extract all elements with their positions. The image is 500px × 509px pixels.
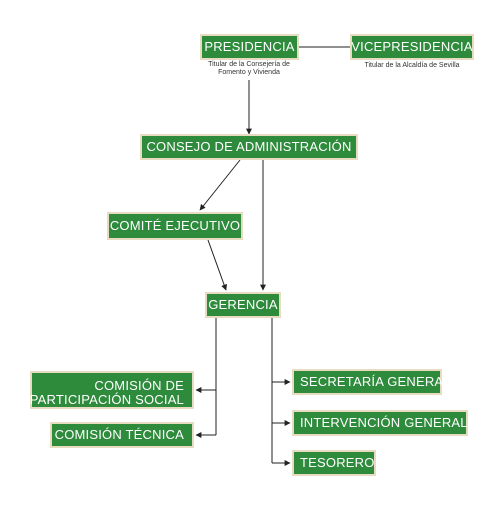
node-gerencia: GERENCIA — [205, 292, 281, 318]
caption-presidencia-line2: Fomento y Vivienda — [218, 69, 280, 76]
node-vicepresidencia: VICEPRESIDENCIA — [350, 34, 474, 60]
node-tesorero-label: TESORERO — [300, 455, 375, 470]
node-consejo-label: CONSEJO DE ADMINISTRACIÓN — [146, 139, 352, 154]
node-tesorero: TESORERO — [292, 450, 376, 476]
node-gerencia-label: GERENCIA — [208, 297, 278, 312]
caption-presidencia-line1: Titular de la Consejería de — [208, 61, 290, 68]
arrow-consejo-comite — [199, 159, 241, 211]
node-comision-tecnica-label: COMISIÓN TÉCNICA — [54, 427, 184, 442]
node-comision-participacion-line2: PARTICIPACIÓN SOCIAL — [29, 392, 184, 407]
node-comision-participacion-social: COMISIÓN DE PARTICIPACIÓN SOCIAL — [30, 371, 194, 409]
caption-vicepresidencia-text: Titular de la Alcaldía de Sevilla — [364, 62, 460, 69]
node-presidencia-label: PRESIDENCIA — [204, 39, 295, 54]
node-comision-participacion-line1: COMISIÓN DE — [94, 378, 184, 393]
node-vicepresidencia-label: VICEPRESIDENCIA — [351, 39, 473, 54]
node-comite-label: COMITÉ EJECUTIVO — [109, 218, 241, 233]
node-comision-tecnica: COMISIÓN TÉCNICA — [50, 422, 194, 448]
node-presidencia: PRESIDENCIA — [200, 34, 299, 60]
node-intervencion-general: INTERVENCIÓN GENERAL — [292, 410, 468, 436]
node-comite-ejecutivo: COMITÉ EJECUTIVO — [107, 212, 243, 240]
caption-vicepresidencia: Titular de la Alcaldía de Sevilla — [352, 62, 472, 70]
caption-presidencia: Titular de la Consejería de Fomento y Vi… — [194, 61, 304, 77]
node-secretaria-general: SECRETARÍA GENERAL — [292, 369, 451, 395]
node-intervencion-label: INTERVENCIÓN GENERAL — [300, 415, 468, 430]
node-consejo-administracion: CONSEJO DE ADMINISTRACIÓN — [140, 134, 358, 160]
arrow-comite-gerencia — [207, 239, 227, 291]
node-secretaria-label: SECRETARÍA GENERAL — [300, 374, 451, 389]
